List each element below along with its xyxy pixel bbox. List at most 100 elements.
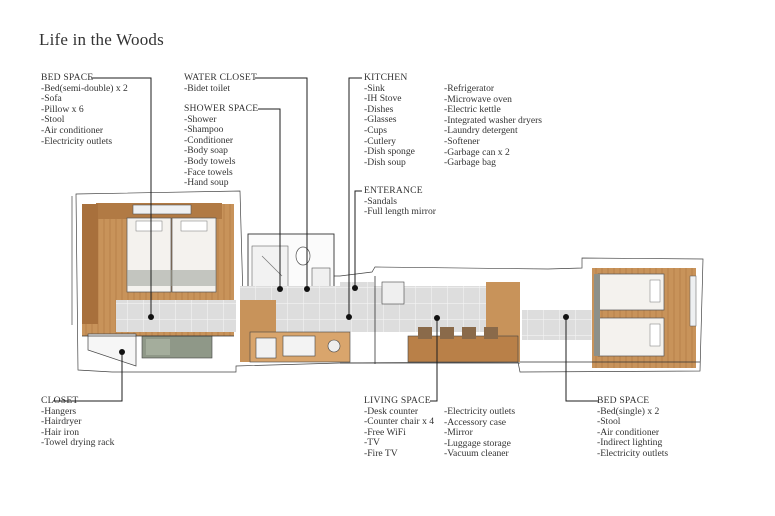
label-living-space: LIVING SPACE -Desk counter -Counter chai…	[364, 395, 435, 460]
kitchen-area	[240, 276, 510, 364]
leader-dot	[352, 285, 358, 291]
shower-area	[251, 245, 289, 293]
label-item: -Face towels	[184, 166, 233, 178]
label-kitchen-col2: -Refrigerator -Microwave oven -Electric …	[444, 83, 543, 169]
label-heading: KITCHEN	[364, 72, 408, 83]
label-item: -IH Stove	[364, 93, 402, 105]
leader-shower-space	[258, 108, 281, 289]
label-heading: LIVING SPACE	[364, 395, 431, 406]
leader-dot	[563, 314, 569, 320]
left-bedroom-side-wall	[82, 204, 98, 324]
label-item: -Pillow x 6	[41, 103, 84, 115]
label-heading: ENTERANCE	[364, 185, 423, 196]
label-item: -Towel drying rack	[41, 437, 115, 449]
pillow	[135, 220, 163, 232]
label-item: -Sandals	[364, 195, 398, 207]
label-item: -Luggage storage	[444, 437, 511, 449]
leader-living-space	[430, 318, 438, 402]
label-item: -Body towels	[184, 155, 236, 167]
living-space-area	[340, 282, 520, 364]
counter-chair	[418, 327, 432, 339]
label-item: -Garbage bag	[444, 157, 496, 169]
bed-frame	[594, 274, 600, 356]
leader-closet	[53, 352, 123, 402]
label-item: -Air conditioner	[41, 124, 104, 136]
label-item: -Garbage can x 2	[444, 146, 510, 158]
label-item: -Bed(semi-double) x 2	[41, 82, 128, 94]
label-item: -Hairdryer	[41, 416, 82, 428]
label-living-space-col2: -Electricity outlets -Accessory case -Mi…	[444, 406, 516, 460]
label-item: -Vacuum cleaner	[444, 448, 509, 460]
sink	[282, 335, 316, 357]
label-item: -Cups	[364, 124, 387, 136]
label-item: -Integrated washer dryers	[444, 114, 543, 126]
leader-dot	[434, 315, 440, 321]
leader-dot	[346, 314, 352, 320]
counter-chair	[462, 327, 476, 339]
label-item: -Desk counter	[364, 405, 419, 417]
label-item: -Refrigerator	[444, 83, 495, 94]
label-item: -Bed(single) x 2	[597, 405, 660, 417]
pillow	[649, 279, 661, 303]
leader-water-closet	[255, 77, 308, 289]
label-item: -Mirror	[444, 427, 473, 439]
label-heading: WATER CLOSET	[184, 72, 258, 83]
closet-outline	[87, 333, 137, 367]
label-item: -TV	[364, 437, 380, 449]
label-item: -Free WiFi	[364, 426, 406, 438]
label-item: -Accessory case	[444, 416, 507, 428]
label-heading: SHOWER SPACE	[184, 103, 259, 114]
leader-lines	[53, 77, 598, 402]
leader-enterance	[354, 190, 362, 288]
label-item: -Bidet toilet	[184, 82, 231, 94]
label-heading: BED SPACE	[41, 72, 94, 83]
stove-burner	[327, 339, 341, 353]
label-item: -Electricity outlets	[597, 447, 669, 459]
label-item: -Electricity outlets	[444, 406, 516, 417]
label-item: -Dish sponge	[364, 146, 415, 158]
label-item: -Shower	[184, 113, 217, 125]
window	[689, 275, 697, 327]
leader-dot	[148, 314, 154, 320]
leader-bed-space-right	[565, 317, 598, 402]
label-item: -Stool	[41, 114, 65, 126]
label-item: -Dishes	[364, 103, 394, 115]
leader-dots	[119, 285, 569, 355]
pillow	[649, 323, 661, 347]
label-enterance: ENTERANCE -Sandals -Full length mirror	[364, 185, 436, 218]
left-bedroom	[82, 203, 236, 367]
label-item: -Cutlery	[364, 135, 396, 147]
counter-chair	[484, 327, 498, 339]
refrigerator	[255, 337, 277, 359]
label-kitchen: KITCHEN -Sink -IH Stove -Dishes -Glasses…	[364, 72, 415, 168]
label-item: -Air conditioner	[597, 426, 660, 438]
label-item: -Laundry detergent	[444, 125, 518, 137]
bed-base	[127, 270, 216, 286]
label-item: -Microwave oven	[444, 93, 512, 105]
label-item: -Fire TV	[364, 447, 398, 459]
label-item: -Shampoo	[184, 124, 224, 136]
label-item: -Body soap	[184, 145, 228, 157]
leader-dot	[119, 349, 125, 355]
tile-floor	[116, 300, 236, 332]
leader-kitchen	[348, 77, 362, 317]
label-item: -Sink	[364, 82, 385, 94]
leader-bed-space-left	[91, 77, 152, 317]
label-item: -Hand soup	[184, 177, 229, 189]
label-bed-space-left: BED SPACE -Bed(semi-double) x 2 -Sofa -P…	[41, 72, 128, 147]
label-item: -Full length mirror	[364, 206, 436, 218]
label-item: -Indirect lighting	[597, 437, 663, 449]
pillow	[180, 220, 208, 232]
label-item: -Dish soup	[364, 156, 406, 168]
counter-chair	[440, 327, 454, 339]
right-bedroom-tile	[522, 310, 592, 340]
label-item: -Conditioner	[184, 134, 234, 146]
label-item: -Counter chair x 4	[364, 416, 435, 428]
sofa-cushion	[146, 339, 170, 355]
leader-dot	[277, 286, 283, 292]
label-heading: BED SPACE	[597, 395, 650, 406]
label-shower-space: SHOWER SPACE -Shower -Shampoo -Condition…	[184, 103, 259, 189]
label-bed-space-right: BED SPACE -Bed(single) x 2 -Stool -Air c…	[597, 395, 669, 460]
window	[132, 204, 192, 215]
